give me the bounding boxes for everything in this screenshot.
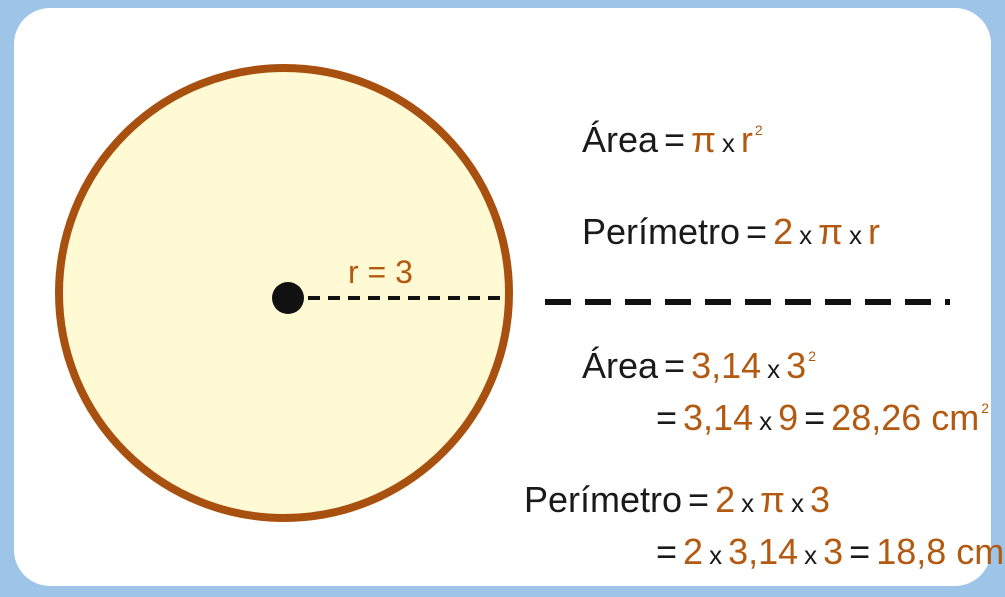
equals-sign: = <box>688 479 710 520</box>
equals-sign: = <box>804 397 826 438</box>
equals-sign: = <box>656 531 678 572</box>
radius-value: 3 <box>786 345 807 386</box>
equals-sign: = <box>664 119 686 160</box>
times-sign: x <box>804 540 818 570</box>
radius-squared-value: 9 <box>778 397 799 438</box>
two-value: 2 <box>683 531 704 572</box>
pi-symbol: π <box>691 119 716 160</box>
times-sign: x <box>759 406 773 436</box>
radius-symbol: r <box>740 119 753 160</box>
times-sign: x <box>799 220 813 250</box>
perimeter-result: 18,8 cm <box>876 531 1005 572</box>
perimeter-label: Perímetro <box>524 479 683 520</box>
exponent: 2 <box>981 400 990 416</box>
perimeter-label: Perímetro <box>582 211 741 252</box>
pi-symbol: π <box>818 211 843 252</box>
times-sign: x <box>721 128 735 158</box>
pi-symbol: π <box>760 479 785 520</box>
equals-sign: = <box>664 345 686 386</box>
times-sign: x <box>848 220 862 250</box>
pi-value: 3,14 <box>683 397 754 438</box>
radius-value: 3 <box>823 531 844 572</box>
equals-sign: = <box>656 397 678 438</box>
times-sign: x <box>790 488 804 518</box>
two-value: 2 <box>773 211 794 252</box>
equals-sign: = <box>849 531 871 572</box>
area-label: Área <box>582 345 659 386</box>
area-result: 28,26 cm <box>831 397 980 438</box>
center-point <box>272 282 304 314</box>
exponent: 2 <box>754 122 763 138</box>
exponent: 2 <box>808 348 816 364</box>
radius-value: 3 <box>809 479 830 520</box>
times-sign: x <box>709 540 723 570</box>
area-label: Área <box>582 119 659 160</box>
pi-value: 3,14 <box>728 531 799 572</box>
radius-symbol: r <box>867 211 880 252</box>
two-value: 2 <box>715 479 736 520</box>
times-sign: x <box>741 488 755 518</box>
times-sign: x <box>767 354 781 384</box>
equals-sign: = <box>746 211 768 252</box>
radius-label: r = 3 <box>348 254 413 290</box>
pi-value: 3,14 <box>691 345 762 386</box>
